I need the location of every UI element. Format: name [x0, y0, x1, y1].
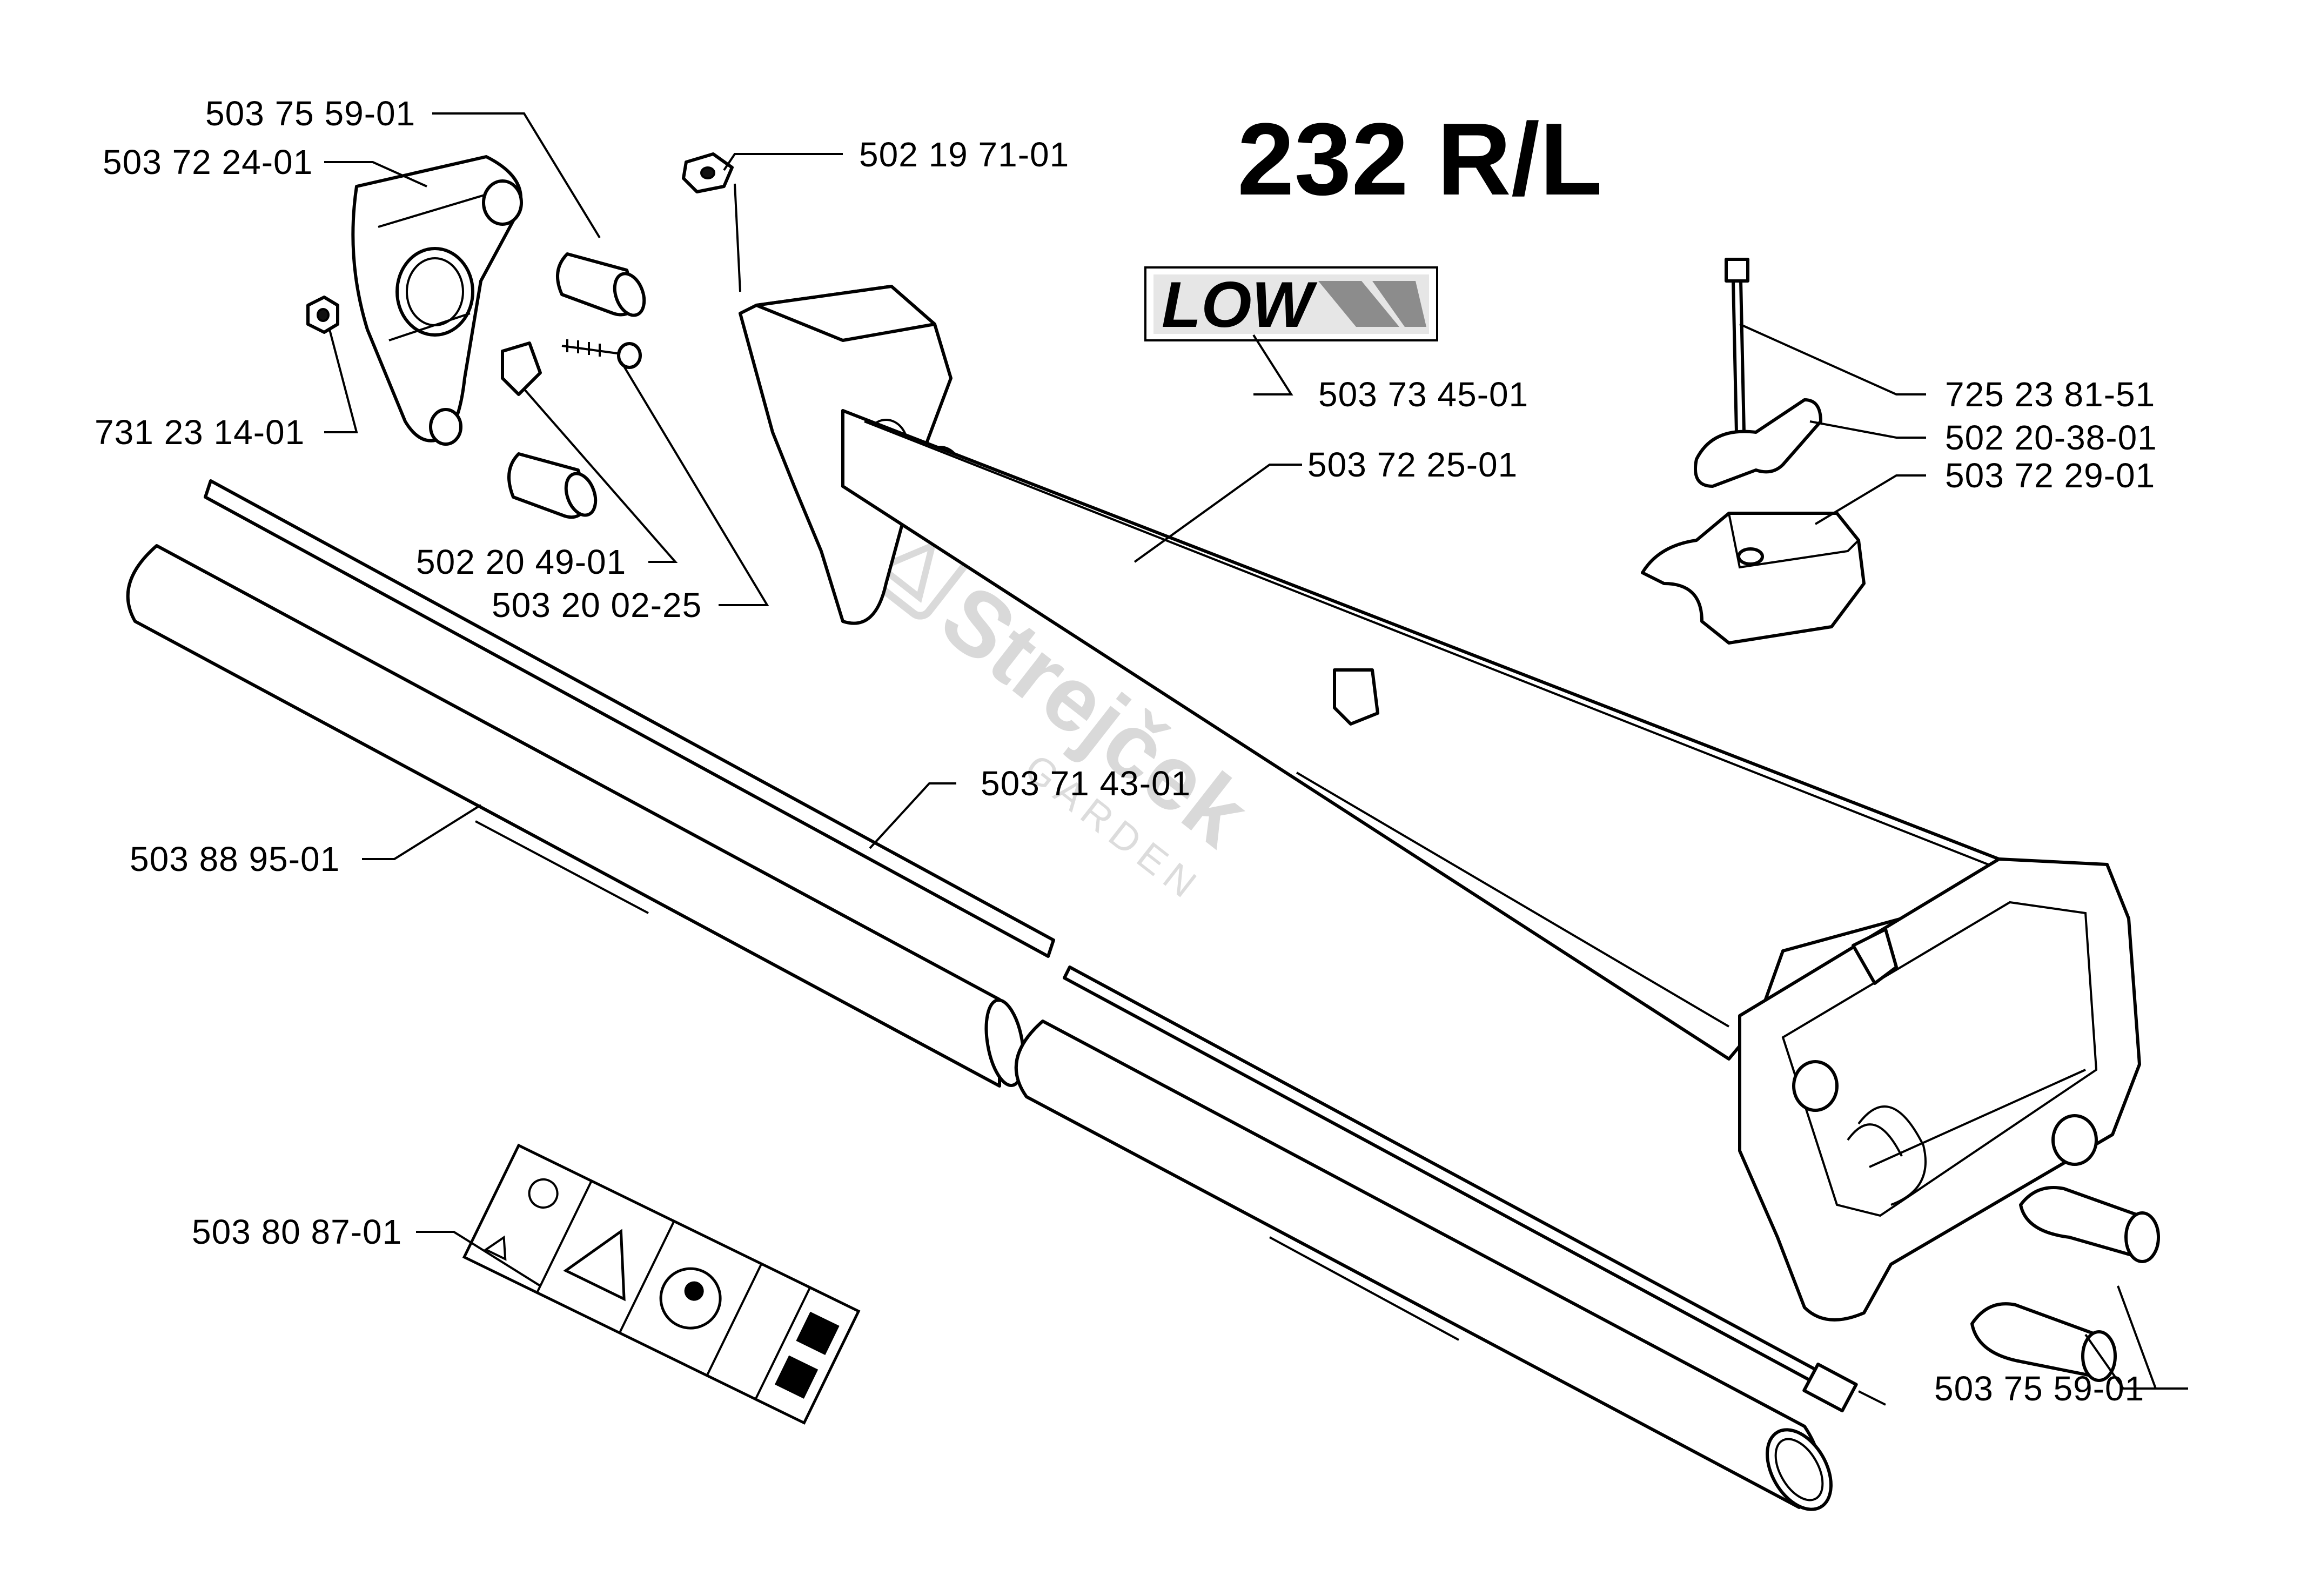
- small-triangle-icon: [484, 1235, 507, 1261]
- operator-icon: [684, 1281, 704, 1301]
- label-caps-bottom: 503 75 59-01: [1934, 1369, 2144, 1408]
- protective-gear-icon: [659, 1267, 722, 1330]
- label-warning-decal: 503 80 87-01: [192, 1212, 402, 1251]
- label-cap-top: 503 75 59-01: [205, 94, 415, 133]
- cap-bottom-a-part: [2019, 1186, 2160, 1263]
- clip-part: [501, 341, 542, 396]
- bolt-part: [1725, 258, 1749, 434]
- cap-lower-part: [507, 452, 598, 519]
- label-logo-decal: 503 73 45-01: [1318, 375, 1528, 414]
- label-clamp: 503 72 29-01: [1945, 456, 2155, 495]
- shaft-tube-part: [126, 544, 1833, 1511]
- logo-decal-part: LOW: [1144, 266, 1438, 341]
- leader-lines: [324, 112, 2188, 1390]
- cap-bottom-b-part: [1970, 1302, 2117, 1382]
- cap-top-part: [556, 252, 646, 317]
- label-clip: 502 20 49-01: [416, 542, 626, 581]
- square-nut-hole: [700, 166, 715, 179]
- screw-part: [561, 339, 642, 369]
- model-title: 232 R/L: [1237, 102, 1602, 217]
- frame-tube-part: [739, 285, 2141, 1322]
- warning-triangle-icon: [563, 1229, 626, 1302]
- label-shaft-tube: 503 88 95-01: [130, 840, 340, 879]
- label-handle-bracket: 503 72 24-01: [103, 143, 313, 182]
- manual-icon-b: [774, 1355, 819, 1399]
- manual-icon: [796, 1311, 840, 1355]
- hex-nut-hole: [317, 308, 330, 322]
- label-hex-nut: 731 23 14-01: [95, 413, 305, 452]
- label-frame-tube: 503 72 25-01: [1307, 445, 1518, 484]
- label-wing-nut: 502 20-38-01: [1945, 418, 2157, 457]
- clamp-part: [1641, 512, 1866, 645]
- label-screw: 503 20 02-25: [492, 586, 702, 625]
- label-square-nut: 502 19 71-01: [859, 135, 1069, 174]
- handle-bracket-part: [351, 155, 523, 446]
- logo-mark-icon: [1318, 281, 1426, 327]
- drive-shaft-part: [204, 479, 1886, 1413]
- label-bolt: 725 23 81-51: [1945, 375, 2155, 414]
- warning-decal-part: [462, 1143, 861, 1425]
- label-drive-shaft: 503 71 43-01: [981, 764, 1191, 803]
- logo-text: LOW: [1162, 269, 1318, 341]
- ce-mark-icon: [528, 1178, 559, 1209]
- wing-nut-part: [1694, 398, 1822, 488]
